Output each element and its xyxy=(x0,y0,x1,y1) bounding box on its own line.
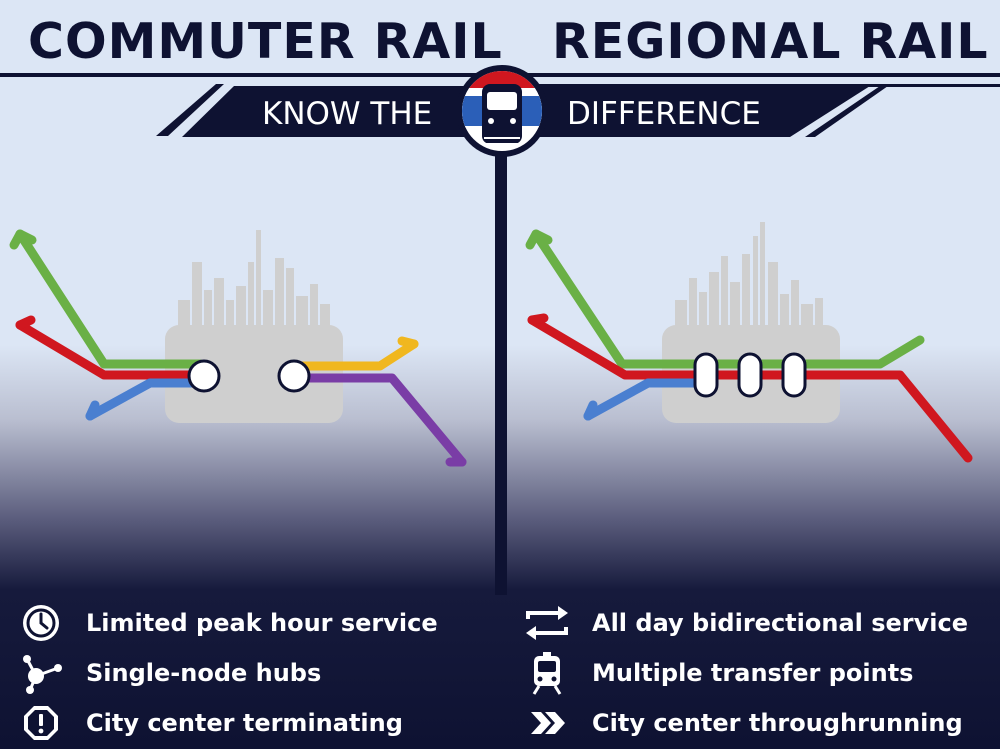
regional-rail-title: REGIONAL RAIL xyxy=(552,13,989,70)
hub-icon xyxy=(18,650,64,696)
legend-label: All day bidirectional service xyxy=(592,609,968,637)
commuter-rail-diagram xyxy=(9,229,467,467)
legend-item: Single-node hubs xyxy=(18,648,488,698)
clock-icon xyxy=(18,600,64,646)
red-line-left xyxy=(15,315,205,380)
legend-label: Multiple transfer points xyxy=(592,659,914,687)
legend-label: Limited peak hour service xyxy=(86,609,438,637)
banner-right-text: DIFFERENCE xyxy=(567,96,761,132)
hub-station-west xyxy=(187,359,221,393)
banner-left-text: KNOW THE xyxy=(262,96,432,132)
hub-station-east xyxy=(277,359,311,393)
bidirectional-arrows-icon xyxy=(524,600,570,646)
legend-item: City center terminating xyxy=(18,698,488,748)
train-badge-icon xyxy=(456,65,548,157)
transfer-station-1 xyxy=(693,352,719,398)
legend-label: City center terminating xyxy=(86,709,403,737)
commuter-rail-legend: Limited peak hour service Single-node hu… xyxy=(18,598,488,748)
city-skyline-left xyxy=(165,230,343,423)
commuter-rail-title: COMMUTER RAIL xyxy=(28,13,503,70)
blue-line-right xyxy=(583,378,705,421)
transfer-station-3 xyxy=(781,352,807,398)
center-divider xyxy=(495,150,507,595)
regional-rail-diagram xyxy=(525,222,973,463)
alert-icon xyxy=(18,700,64,746)
header-rules xyxy=(0,73,1000,595)
yellow-line-left xyxy=(290,336,419,371)
legend-item: All day bidirectional service xyxy=(524,598,994,648)
purple-line-left xyxy=(290,373,467,467)
legend-item: City center throughrunning xyxy=(524,698,994,748)
regional-rail-legend: All day bidirectional service Multiple t… xyxy=(524,598,994,748)
legend-label: Single-node hubs xyxy=(86,659,322,687)
blue-line-left xyxy=(85,378,205,421)
legend-label: City center throughrunning xyxy=(592,709,963,737)
train-icon xyxy=(524,650,570,696)
transfer-station-2 xyxy=(737,352,763,398)
legend-item: Limited peak hour service xyxy=(18,598,488,648)
chevron-right-icon xyxy=(524,700,570,746)
green-line-left xyxy=(9,229,205,369)
legend-item: Multiple transfer points xyxy=(524,648,994,698)
banner: KNOW THE DIFFERENCE xyxy=(156,84,888,137)
